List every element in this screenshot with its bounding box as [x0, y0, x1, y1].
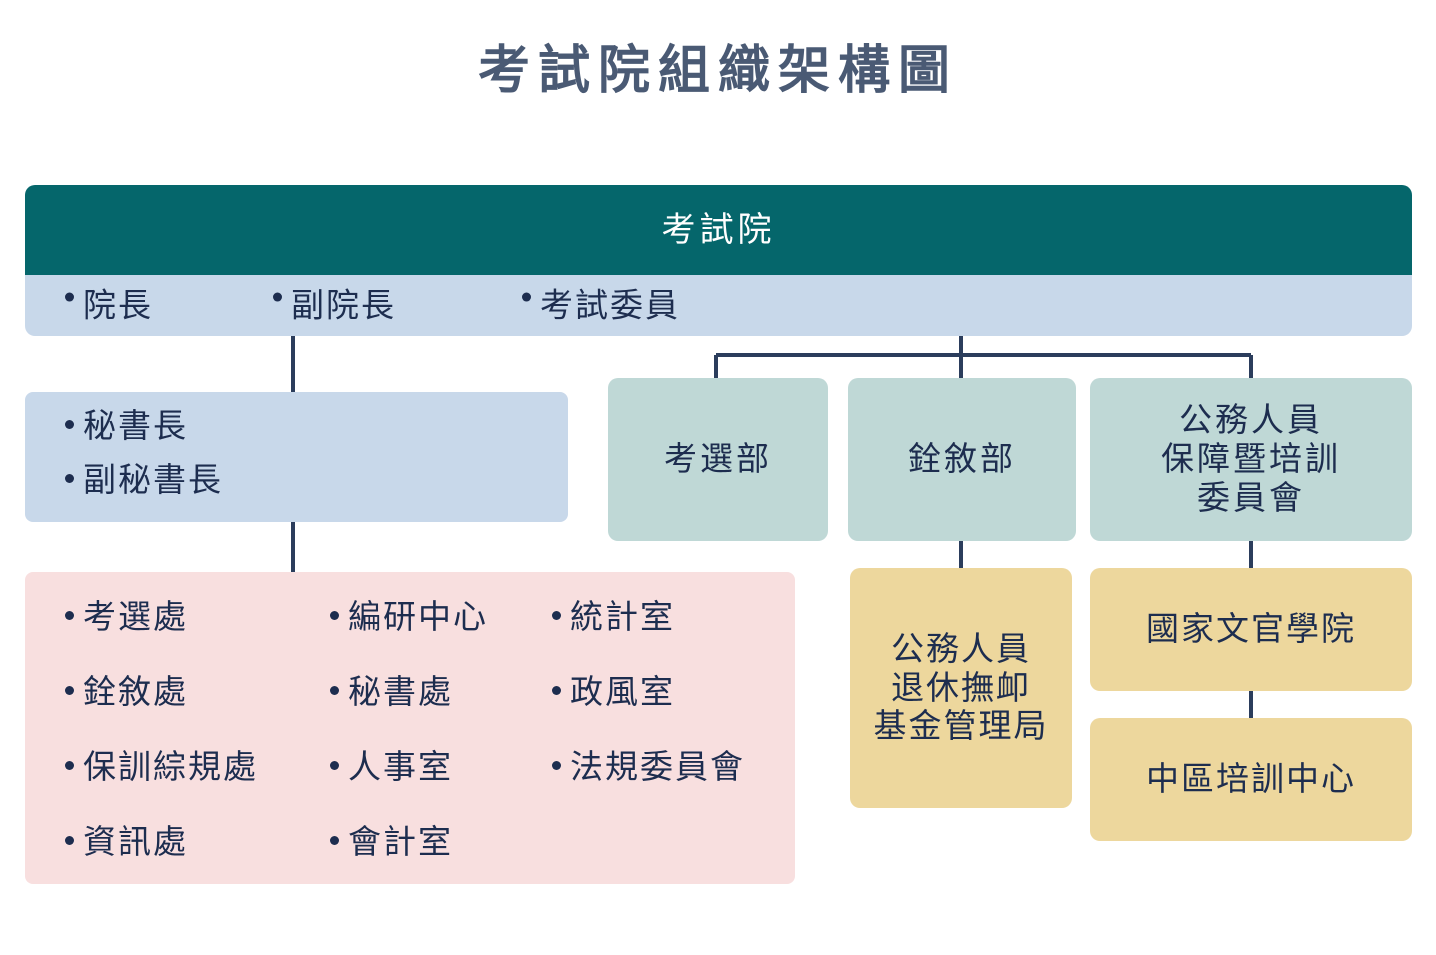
unit-item-0-3[interactable]: 資訊處 — [65, 823, 258, 898]
unit-item-0-2[interactable]: 保訓綜規處 — [65, 748, 258, 823]
subagency-2-text: 中區培訓中心 — [1146, 760, 1356, 799]
bullet-icon — [522, 293, 531, 302]
bullet-icon — [273, 293, 282, 302]
ministry-2-line1: 公務人員 — [1179, 401, 1323, 439]
subagency-1-text: 國家文官學院 — [1146, 610, 1356, 649]
bullet-icon — [552, 686, 561, 695]
unit-label-2-0: 統計室 — [570, 598, 675, 635]
unit-item-2-1[interactable]: 政風室 — [552, 673, 745, 748]
subagency-0-line2: 退休撫卹 — [891, 668, 1031, 706]
unit-item-1-3[interactable]: 會計室 — [330, 823, 488, 898]
unit-label-0-3: 資訊處 — [83, 823, 188, 860]
secretariat-label-1: 副秘書長 — [83, 461, 223, 498]
org-node-officers[interactable]: 院長 副院長 考試委員 — [25, 275, 1412, 336]
secretariat-label-0: 秘書長 — [83, 407, 188, 444]
org-node-national-academy-of-civil-service[interactable]: 國家文官學院 — [1090, 568, 1412, 691]
bullet-icon — [65, 761, 74, 770]
unit-item-1-0[interactable]: 編研中心 — [330, 598, 488, 673]
unit-item-1-2[interactable]: 人事室 — [330, 748, 488, 823]
org-node-ministry-exam-selection[interactable]: 考選部 — [608, 378, 828, 541]
ministry-2-text: 公務人員 保障暨培訓 委員會 — [1161, 401, 1341, 518]
unit-item-0-0[interactable]: 考選處 — [65, 598, 258, 673]
bullet-icon — [330, 611, 339, 620]
unit-label-0-0: 考選處 — [83, 598, 188, 635]
bullet-icon — [65, 836, 74, 845]
bullet-icon — [65, 474, 74, 483]
subagency-0-line3: 基金管理局 — [873, 707, 1049, 745]
officer-item-0[interactable]: 院長 — [65, 286, 153, 325]
org-node-central-training-center[interactable]: 中區培訓中心 — [1090, 718, 1412, 841]
secretariat-item-1[interactable]: 副秘書長 — [65, 461, 223, 500]
units-column-0: 考選處 銓敘處 保訓綜規處 資訊處 — [65, 598, 258, 898]
org-node-secretariat[interactable]: 秘書長 副秘書長 — [25, 392, 568, 522]
unit-label-1-2: 人事室 — [348, 748, 453, 785]
unit-label-0-2: 保訓綜規處 — [83, 748, 258, 785]
org-node-internal-units[interactable]: 考選處 銓敘處 保訓綜規處 資訊處 編研中心 秘書處 人事室 會 — [25, 572, 795, 884]
bullet-icon — [552, 761, 561, 770]
unit-label-2-1: 政風室 — [570, 673, 675, 710]
unit-label-1-3: 會計室 — [348, 823, 453, 860]
units-column-1: 編研中心 秘書處 人事室 會計室 — [330, 598, 488, 898]
org-node-pension-fund-bureau[interactable]: 公務人員 退休撫卹 基金管理局 — [850, 568, 1072, 808]
ministry-2-line2: 保障暨培訓 — [1161, 440, 1341, 478]
officer-label-1: 副院長 — [291, 286, 396, 324]
officer-item-1[interactable]: 副院長 — [273, 286, 396, 325]
unit-label-2-2: 法規委員會 — [570, 748, 745, 785]
bullet-icon — [65, 611, 74, 620]
ministry-1-line1: 銓敘部 — [908, 440, 1016, 478]
org-node-root[interactable]: 考試院 — [25, 185, 1412, 275]
unit-label-1-0: 編研中心 — [348, 598, 488, 635]
bullet-icon — [65, 686, 74, 695]
units-column-2: 統計室 政風室 法規委員會 — [552, 598, 745, 823]
unit-item-2-2[interactable]: 法規委員會 — [552, 748, 745, 823]
subagency-0-line1: 公務人員 — [891, 629, 1031, 667]
unit-item-2-0[interactable]: 統計室 — [552, 598, 745, 673]
ministry-2-line3: 委員會 — [1197, 478, 1305, 516]
org-node-protection-training-commission[interactable]: 公務人員 保障暨培訓 委員會 — [1090, 378, 1412, 541]
officer-item-2[interactable]: 考試委員 — [522, 286, 680, 325]
bullet-icon — [330, 836, 339, 845]
subagency-2-line1: 中區培訓中心 — [1146, 760, 1356, 798]
unit-label-0-1: 銓敘處 — [83, 673, 188, 710]
ministry-0-text: 考選部 — [664, 440, 772, 479]
org-node-root-label: 考試院 — [661, 210, 776, 249]
officer-label-0: 院長 — [83, 286, 153, 324]
page-title: 考試院組織架構圖 — [477, 42, 958, 100]
unit-item-1-1[interactable]: 秘書處 — [330, 673, 488, 748]
org-node-ministry-civil-service[interactable]: 銓敘部 — [848, 378, 1076, 541]
secretariat-item-0[interactable]: 秘書長 — [65, 407, 188, 446]
ministry-0-line1: 考選部 — [664, 440, 772, 478]
bullet-icon — [552, 611, 561, 620]
subagency-1-line1: 國家文官學院 — [1146, 610, 1356, 648]
bullet-icon — [65, 420, 74, 429]
officer-label-2: 考試委員 — [540, 286, 680, 324]
unit-item-0-1[interactable]: 銓敘處 — [65, 673, 258, 748]
unit-label-1-1: 秘書處 — [348, 673, 453, 710]
bullet-icon — [330, 761, 339, 770]
bullet-icon — [330, 686, 339, 695]
bullet-icon — [65, 293, 74, 302]
ministry-1-text: 銓敘部 — [908, 440, 1016, 479]
subagency-0-text: 公務人員 退休撫卹 基金管理局 — [874, 630, 1049, 747]
